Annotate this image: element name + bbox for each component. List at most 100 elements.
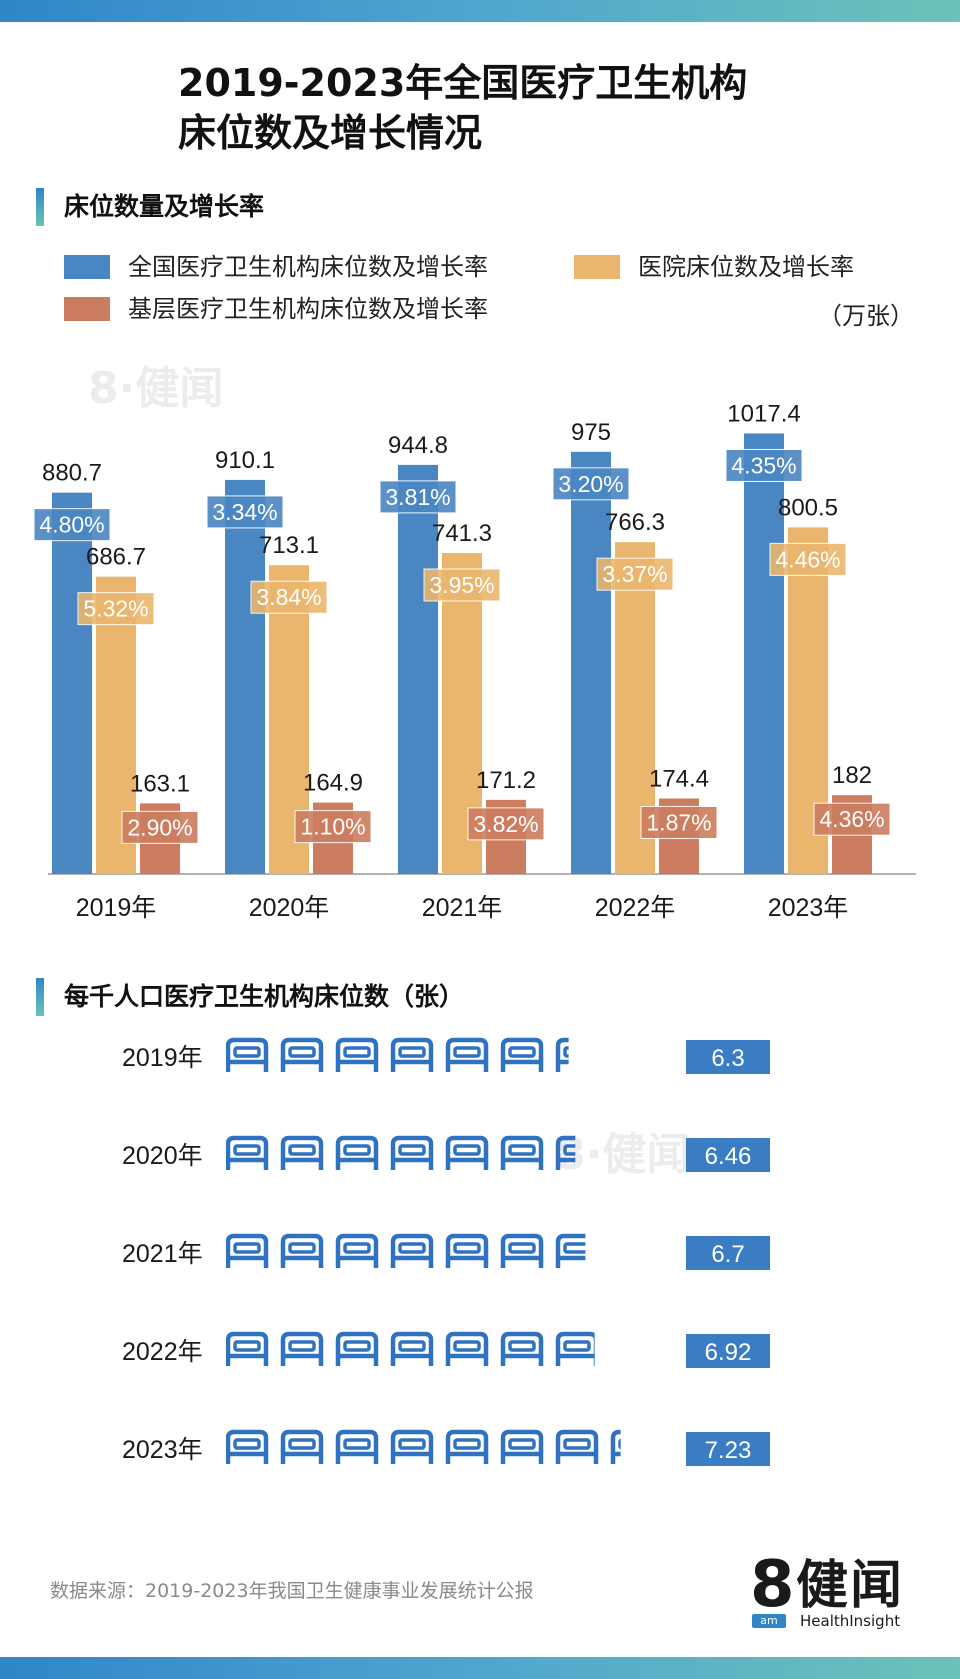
x-tick-label: 2019年 <box>76 894 157 920</box>
page-title-line1: 2019-2023年全国医疗卫生机构 <box>178 61 748 105</box>
legend-swatch-grassroots <box>64 297 110 321</box>
bed-frame <box>280 1233 324 1268</box>
bar-0 <box>744 433 784 874</box>
bed-frame <box>226 1331 269 1366</box>
bed-pillow <box>288 1438 316 1450</box>
data-label-value: 944.8 <box>388 432 448 459</box>
data-label-value: 713.1 <box>259 532 319 559</box>
bed-frame <box>390 1233 434 1268</box>
row-year-label: 2023年 <box>122 1436 203 1464</box>
growth-badge <box>596 557 674 591</box>
growth-badge <box>769 542 847 576</box>
data-label-value: 1017.4 <box>727 400 800 427</box>
bed-pillow <box>508 1340 536 1352</box>
bed-pillow <box>563 1242 586 1254</box>
bed-frame <box>280 1037 324 1072</box>
data-label-growth: 3.95% <box>429 572 494 598</box>
bed-pillow <box>618 1438 621 1450</box>
bed-frame <box>335 1331 379 1366</box>
bed-frame <box>390 1135 434 1170</box>
bar-0 <box>225 479 265 874</box>
value-box <box>686 1236 770 1270</box>
bed-frame <box>226 1135 269 1170</box>
value-box <box>686 1040 770 1074</box>
bed-frame <box>445 1037 489 1072</box>
growth-badge <box>423 568 501 602</box>
bed-pillow <box>453 1046 481 1058</box>
data-label-value: 800.5 <box>778 494 838 521</box>
x-tick-label: 2022年 <box>595 894 676 920</box>
bed-frame <box>226 1037 269 1072</box>
data-label-value: 766.3 <box>605 509 665 536</box>
bed-pillow <box>563 1046 569 1058</box>
bed-frame <box>445 1233 489 1268</box>
bed-pillow <box>288 1340 316 1352</box>
bed-frame <box>280 1331 324 1366</box>
growth-badge <box>640 805 718 839</box>
bed-pillow <box>398 1438 426 1450</box>
bed-pillow <box>233 1046 261 1058</box>
bed-row <box>226 1429 621 1464</box>
bed-frame <box>280 1135 324 1170</box>
bed-pillow <box>563 1438 591 1450</box>
bed-frame <box>445 1135 489 1170</box>
watermark-logo: 8·健闻 <box>555 1129 691 1180</box>
page-title: 2019-2023年全国医疗卫生机构 床位数及增长情况 <box>178 58 898 158</box>
value-box <box>686 1334 770 1368</box>
bed-pillow <box>453 1438 481 1450</box>
growth-badge <box>206 495 284 529</box>
bed-frame <box>445 1331 489 1366</box>
logo-mark: 8 <box>750 1548 795 1622</box>
bed-pillow <box>288 1242 316 1254</box>
bed-row <box>226 1037 569 1072</box>
data-label-value: 171.2 <box>476 767 536 794</box>
value-label: 7.23 <box>705 1437 752 1464</box>
logo-am: am <box>752 1614 786 1628</box>
bed-pillow <box>398 1046 426 1058</box>
value-box <box>686 1432 770 1466</box>
bed-pillow <box>398 1242 426 1254</box>
row-year-label: 2019年 <box>122 1044 203 1072</box>
row-year-label: 2020年 <box>122 1142 203 1170</box>
data-label-growth: 5.32% <box>83 596 148 622</box>
value-label: 6.7 <box>711 1241 744 1268</box>
data-label-value: 686.7 <box>86 544 146 571</box>
bed-pillow <box>508 1438 536 1450</box>
data-label-growth: 1.87% <box>646 809 711 835</box>
data-label-growth: 3.84% <box>256 584 321 610</box>
watermark-logo: 8·健闻 <box>88 363 224 414</box>
bed-frame <box>555 1331 595 1366</box>
bed-frame <box>226 1429 269 1464</box>
bed-pillow <box>508 1046 536 1058</box>
bed-frame <box>500 1331 544 1366</box>
bed-frame <box>500 1429 544 1464</box>
data-label-growth: 1.10% <box>300 814 365 840</box>
bed-frame <box>555 1037 569 1072</box>
bar-0 <box>571 451 611 874</box>
bed-pillow <box>343 1242 371 1254</box>
data-label-growth: 3.82% <box>473 811 538 837</box>
bed-pillow <box>288 1144 316 1156</box>
x-tick-label: 2023年 <box>768 894 849 920</box>
row-year-label: 2021年 <box>122 1240 203 1268</box>
bed-frame <box>500 1135 544 1170</box>
data-label-value: 182 <box>832 762 872 789</box>
growth-badge <box>294 810 372 844</box>
row-year-label: 2022年 <box>122 1338 203 1366</box>
bed-pillow <box>233 1340 261 1352</box>
value-label: 6.92 <box>705 1339 752 1366</box>
data-label-growth: 3.81% <box>385 484 450 510</box>
bed-frame <box>335 1037 379 1072</box>
data-label-growth: 4.36% <box>819 806 884 832</box>
bed-pillow <box>233 1144 261 1156</box>
bed-frame <box>555 1429 599 1464</box>
bed-pillow <box>343 1144 371 1156</box>
bed-frame <box>610 1429 621 1464</box>
data-label-value: 975 <box>571 419 611 446</box>
bottom-gradient-bar <box>0 1657 960 1679</box>
legend-item-hospital: 医院床位数及增长率 <box>574 251 904 283</box>
bed-row <box>226 1331 595 1366</box>
section-title-beds: 床位数量及增长率 <box>36 188 264 226</box>
bed-frame <box>555 1233 586 1268</box>
